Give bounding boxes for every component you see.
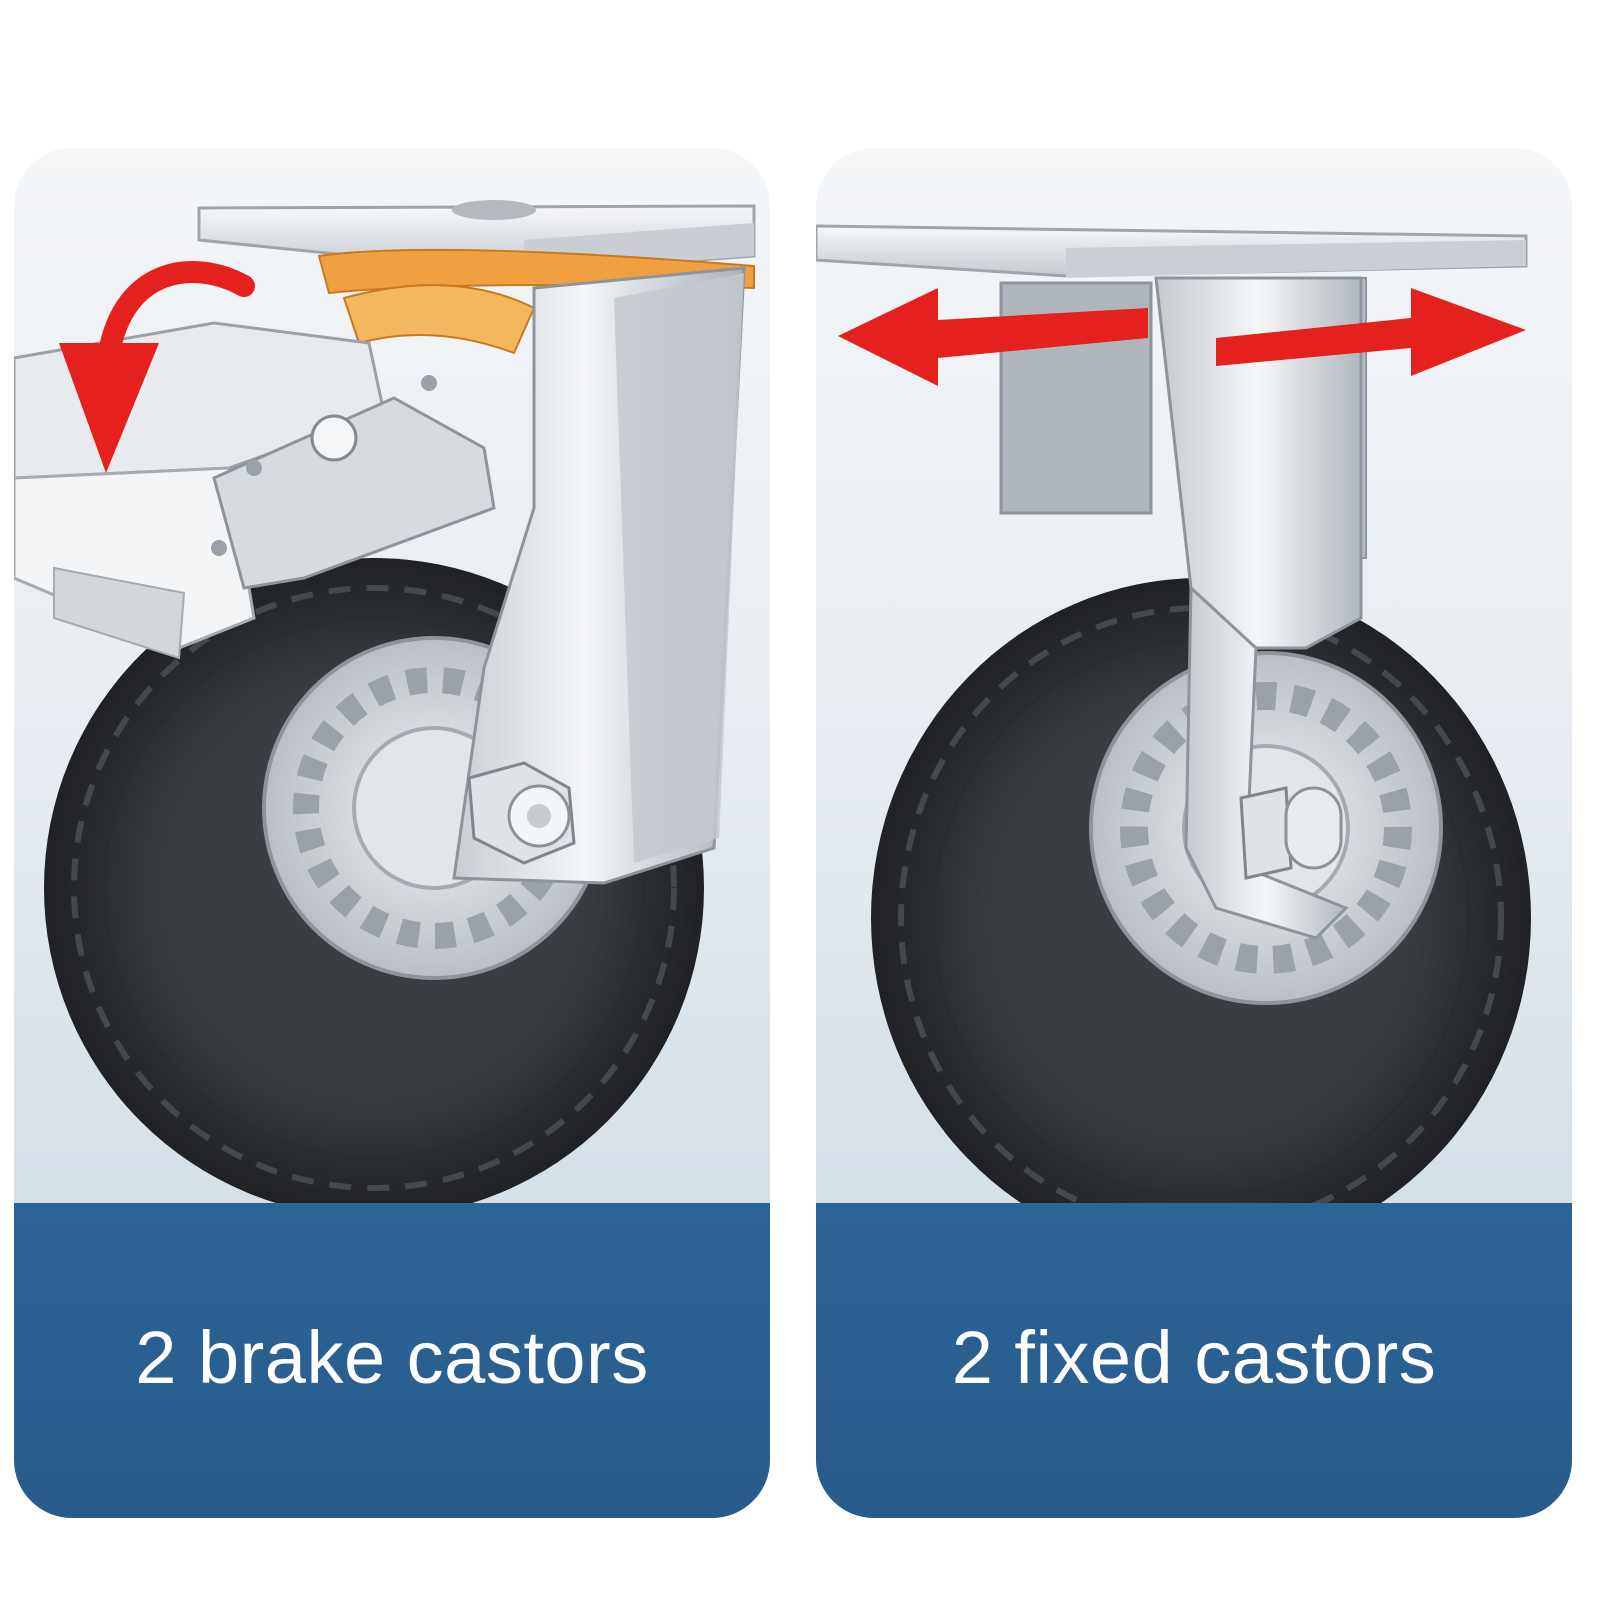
brake-castor-illustration — [14, 200, 756, 1203]
caption-band: 2 brake castors — [14, 1203, 770, 1518]
fixed-castor-panel: 2 fixed castors — [816, 148, 1572, 1518]
caption-band: 2 fixed castors — [816, 1203, 1572, 1518]
caster-fork — [452, 266, 746, 885]
fixed-castor-illustration — [816, 224, 1531, 1203]
caster-fork — [1154, 276, 1363, 940]
axle-bolt — [1239, 786, 1343, 880]
swivel-bearing — [317, 248, 755, 355]
panel-caption: 2 fixed castors — [951, 1316, 1437, 1399]
double-arrow-horizontal-icon — [838, 288, 1526, 386]
axle-nut — [467, 761, 576, 865]
panel-caption: 2 brake castors — [135, 1316, 649, 1399]
brake-castor-panel: 2 brake castors — [14, 148, 770, 1518]
mounting-plate — [816, 224, 1528, 278]
curved-arrow-down-icon — [59, 261, 255, 473]
